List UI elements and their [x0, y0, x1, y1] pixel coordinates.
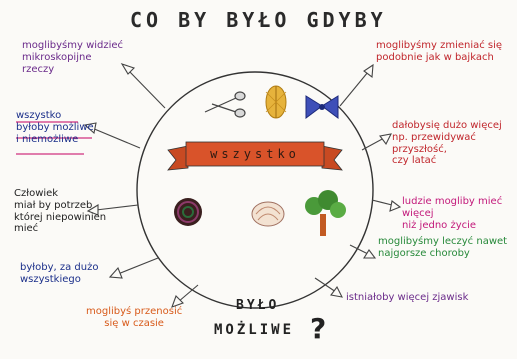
bottom-word-2: MOŻLIWE — [214, 322, 295, 338]
arrow-right2 — [361, 137, 385, 151]
arrow-left4-head — [108, 266, 123, 279]
note-left2: wszystko byłoby możliwe i niemożliwe — [16, 110, 94, 145]
arrow-bottom-right — [314, 277, 337, 293]
pink-underlines — [16, 121, 92, 155]
page-title: CO BY BYŁO GDYBY — [130, 8, 387, 32]
note-left3: Człowiek miał by potrzeb której niepowin… — [14, 188, 107, 235]
arrow-bottom-right-head — [330, 285, 343, 298]
center-circle — [136, 71, 374, 309]
note-bottom-left: moglibyś przenosić się w czasie — [86, 306, 183, 329]
arrow-right1 — [339, 71, 369, 107]
arrow-left2 — [91, 127, 141, 149]
question-mark: ? — [310, 312, 327, 345]
note-right3: ludzie mogliby mieć więcej niż jedno życ… — [402, 196, 503, 231]
arrow-left3 — [95, 204, 139, 211]
bowtie-pasta-icon — [305, 95, 339, 119]
note-left1: moglibyśmy widzieć mikroskopijne rzeczy — [22, 40, 124, 75]
banner-ribbon — [167, 141, 343, 171]
arrow-right3-head — [389, 200, 402, 212]
arrow-right1-head — [363, 63, 374, 79]
arrow-left4 — [117, 257, 159, 275]
note-right4: moglibyśmy leczyć nawet najgorsze chorob… — [378, 236, 508, 259]
arrow-left2-head — [83, 122, 97, 135]
artichoke-icon — [251, 201, 285, 227]
bottom-word-1: BYŁO — [236, 298, 280, 313]
arrows — [83, 63, 402, 308]
wheat-icon — [265, 85, 287, 119]
yarn-ball-icon — [174, 198, 202, 226]
note-right2: dałobysię dużo więcej np. przewidywać pr… — [392, 120, 502, 167]
tree-icon — [305, 190, 346, 236]
arrow-bottom-left-head — [171, 295, 184, 308]
arrow-left1 — [127, 69, 166, 109]
arrow-right4 — [349, 244, 369, 255]
note-bottom-right: istniałoby więcej zjawisk — [346, 292, 469, 303]
arrow-right4-head — [363, 249, 377, 259]
arrow-left3-head — [86, 204, 99, 216]
scissors-icon — [204, 91, 246, 118]
note-right1: moglibyśmy zmieniać się podobnie jak w b… — [376, 40, 503, 63]
arrow-right2-head — [379, 133, 392, 146]
arrow-left1-head — [120, 63, 136, 75]
banner-label: wszystko — [210, 147, 300, 161]
arrow-bottom-left — [177, 284, 199, 303]
arrow-right3 — [371, 199, 393, 206]
note-left4: byłoby, za dużo wszystkiego — [20, 262, 99, 285]
